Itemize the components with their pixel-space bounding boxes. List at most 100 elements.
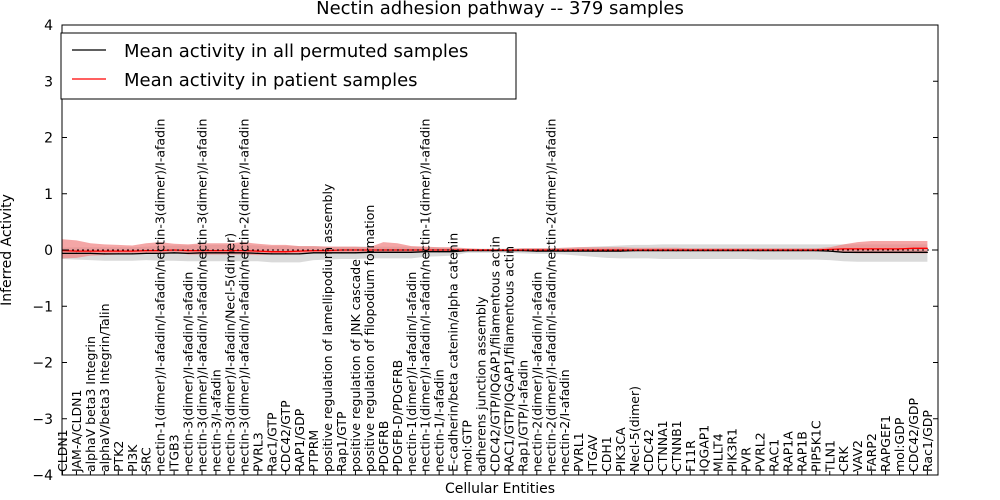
plot-frame bbox=[61, 24, 939, 476]
x-tick-label: FARP2 bbox=[864, 433, 879, 472]
data-point bbox=[410, 251, 412, 253]
x-tick-label: nectin-3(dimer)/I-afadin/Necl-5(dimer) bbox=[222, 233, 237, 472]
data-point bbox=[243, 252, 245, 254]
data-point bbox=[75, 252, 78, 254]
data-point bbox=[857, 251, 859, 253]
y-tick-label: 4 bbox=[44, 18, 53, 34]
data-point bbox=[843, 248, 845, 250]
x-tick-label: PTPRM bbox=[306, 430, 321, 472]
data-point bbox=[229, 252, 231, 254]
x-tick-label: nectin-3(dimer)/I-afadin/I-afadin bbox=[181, 272, 196, 472]
data-point bbox=[103, 250, 105, 252]
x-tick-label: PVRL2 bbox=[753, 432, 768, 472]
data-point bbox=[159, 250, 161, 252]
x-tick-label: PTK2 bbox=[111, 441, 126, 472]
y-tick-label: 2 bbox=[44, 131, 53, 147]
x-tick-label: nectin-2(dimer)/I-afadin/I-afadin/nectin… bbox=[543, 119, 558, 472]
data-point bbox=[857, 248, 859, 250]
x-tick-label: PIP5K1C bbox=[808, 420, 823, 472]
data-point bbox=[550, 249, 552, 251]
data-point bbox=[327, 252, 329, 254]
data-point bbox=[424, 249, 426, 251]
x-tick-label: Necl-5(dimer) bbox=[627, 386, 642, 472]
x-tick-label: nectin-3(dimer)/I-afadin/I-afadin/nectin… bbox=[195, 119, 210, 472]
x-tick-label: SRC bbox=[139, 447, 154, 472]
x-tick-label: nectin-2/I-afadin bbox=[557, 369, 572, 472]
data-point bbox=[912, 251, 915, 253]
y-tick-label: −2 bbox=[32, 356, 53, 372]
data-point bbox=[926, 251, 929, 253]
data-point bbox=[564, 249, 566, 251]
data-point bbox=[368, 249, 370, 251]
data-point bbox=[117, 250, 119, 252]
data-point bbox=[675, 249, 677, 251]
data-point bbox=[271, 253, 273, 255]
data-point bbox=[285, 251, 287, 253]
x-tick-label: mol:GTP bbox=[460, 420, 475, 472]
data-point bbox=[452, 251, 454, 253]
x-tick-label: nectin-1(dimer)/I-afadin/I-afadin/nectin… bbox=[153, 119, 168, 472]
x-tick-label: VAV2 bbox=[850, 440, 865, 472]
legend: Mean activity in all permuted samples Me… bbox=[60, 32, 517, 100]
data-point bbox=[396, 251, 398, 253]
x-tick-label: ITGB3 bbox=[167, 434, 182, 472]
data-point bbox=[619, 249, 622, 251]
x-tick-label: PIK3R1 bbox=[725, 428, 740, 472]
data-point bbox=[354, 249, 356, 251]
data-point bbox=[871, 248, 873, 250]
data-point bbox=[633, 249, 636, 251]
data-point bbox=[898, 251, 901, 253]
data-point bbox=[89, 250, 91, 252]
data-point bbox=[689, 249, 691, 251]
data-point bbox=[912, 247, 915, 249]
data-point bbox=[187, 252, 189, 254]
y-tick-label: −1 bbox=[32, 299, 53, 315]
x-tick-label: alphaV beta3 Integrin bbox=[83, 336, 98, 472]
data-point bbox=[229, 250, 231, 252]
x-tick-label: nectin-2(dimer)/I-afadin/I-afadin bbox=[529, 272, 544, 472]
x-tick-label: PIK3CA bbox=[613, 427, 628, 472]
data-point bbox=[368, 251, 370, 253]
data-point bbox=[173, 252, 175, 254]
data-point bbox=[829, 250, 831, 252]
x-tick-label: positive regulation of filopodium format… bbox=[362, 205, 377, 472]
x-tick-label: PI3K bbox=[125, 444, 140, 472]
data-point bbox=[340, 249, 343, 251]
x-tick-label: alphaV/beta3 Integrin/Talin bbox=[97, 304, 112, 473]
x-tick-label: Rap1/GTP bbox=[334, 411, 349, 472]
x-tick-label: CDC42/GDP bbox=[906, 397, 921, 472]
data-point bbox=[438, 251, 440, 253]
x-tick-label: positive regulation of lamellipodium ass… bbox=[320, 183, 335, 472]
data-point bbox=[117, 253, 119, 255]
x-tick-label: RAPGEF1 bbox=[878, 415, 893, 472]
x-tick-label: PVR bbox=[739, 447, 754, 472]
x-tick-label: PVRL3 bbox=[250, 432, 265, 472]
data-point bbox=[592, 250, 594, 252]
data-point bbox=[340, 252, 343, 254]
x-tick-label: RAC1/GTP/IQGAP1/filamentous actin bbox=[501, 246, 516, 472]
y-tick-label: 0 bbox=[44, 243, 53, 259]
x-tick-label: RAP1/GDP bbox=[292, 408, 307, 472]
data-point bbox=[605, 249, 608, 251]
x-tick-label: IQGAP1 bbox=[697, 425, 712, 472]
x-tick-label: CTNNA1 bbox=[655, 420, 670, 472]
data-point bbox=[299, 250, 301, 252]
y-tick-label: −4 bbox=[32, 468, 53, 484]
data-point bbox=[815, 249, 817, 251]
data-point bbox=[215, 252, 217, 254]
x-tick-label: CDC42 bbox=[641, 429, 656, 472]
x-tick-label: nectin-1(dimer)/I-afadin/I-afadin bbox=[404, 272, 419, 472]
y-tick-label: 1 bbox=[44, 187, 53, 203]
data-point bbox=[494, 249, 496, 251]
data-point bbox=[536, 250, 538, 252]
x-axis-label: Cellular Entities bbox=[445, 481, 555, 497]
y-tick-label: 3 bbox=[44, 74, 53, 90]
x-tick-label: nectin-1(dimer)/I-afadin/I-afadin/nectin… bbox=[418, 119, 433, 472]
x-tick-label: TLN1 bbox=[822, 440, 837, 473]
data-point bbox=[745, 249, 747, 251]
x-tick-label: JAM-A/CLDN1 bbox=[69, 390, 84, 473]
x-tick-label: CDC42/GTP/IQGAP1/filamentous actin bbox=[487, 236, 502, 472]
x-tick-label: MLLT4 bbox=[711, 433, 726, 472]
legend-label-permuted: Mean activity in all permuted samples bbox=[124, 41, 468, 62]
x-tick-label: Rac1/GTP bbox=[264, 412, 279, 472]
